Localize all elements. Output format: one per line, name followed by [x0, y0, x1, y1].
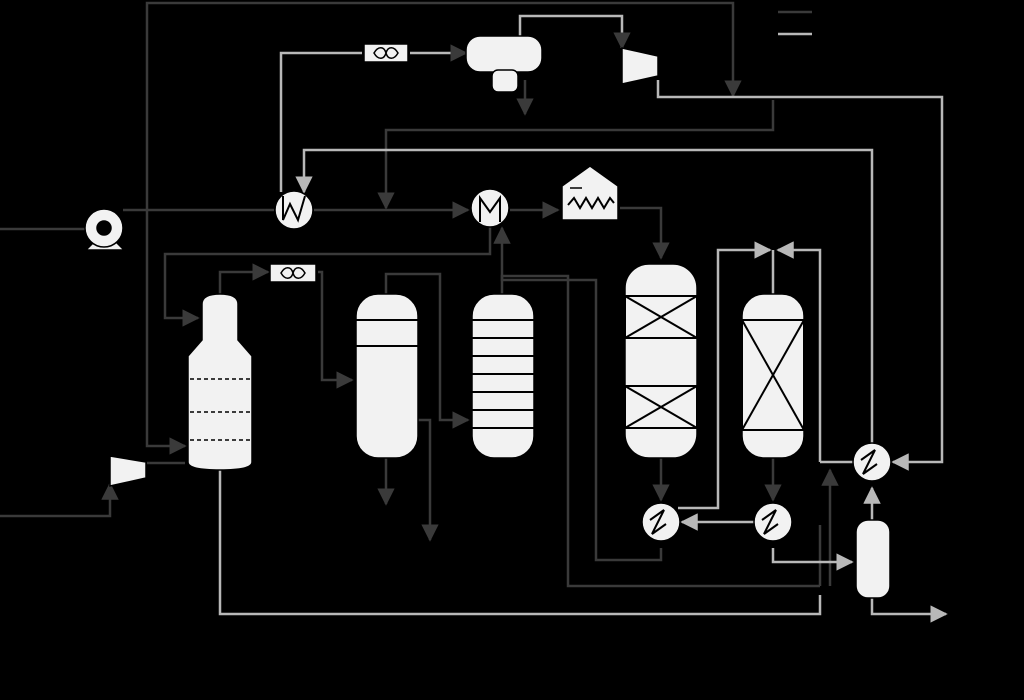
- stripper-column[interactable]: [471, 293, 535, 459]
- furnace-coil-icon: [567, 196, 615, 210]
- reactor-1[interactable]: [624, 263, 698, 459]
- flash-to-compressor-line: [518, 14, 631, 50]
- legend: [778, 10, 812, 36]
- compressor-discharge-line: [656, 80, 944, 471]
- effluent-cooler-1[interactable]: [641, 502, 681, 542]
- fractionation-column[interactable]: [187, 293, 253, 471]
- cooler-to-drum-line: [771, 548, 854, 571]
- flash-drum[interactable]: [465, 35, 543, 93]
- column-air-cooler[interactable]: [269, 263, 317, 283]
- fired-heater[interactable]: [561, 165, 619, 221]
- catalyst-bed: [741, 319, 805, 431]
- separator-side-draw-line: [418, 418, 439, 542]
- exchanger-to-condenser-line: [279, 51, 362, 192]
- furnace-to-reactor-line: [620, 206, 670, 260]
- recycle-to-preheater-line: [377, 100, 775, 210]
- condenser-to-separator-line: [318, 270, 354, 389]
- gas-compressor[interactable]: [109, 455, 147, 487]
- left-column-feed-line: [145, 212, 187, 455]
- fan-icon: [373, 47, 399, 59]
- recycle-to-exchanger-line: [295, 148, 874, 444]
- exchanger-coil-icon: [860, 449, 878, 475]
- effluent-cooler-2[interactable]: [753, 502, 793, 542]
- preheater-to-column-line: [163, 226, 492, 327]
- column-overhead-line: [218, 263, 270, 296]
- product-drum[interactable]: [855, 519, 891, 599]
- light-stream-lines: [218, 14, 948, 623]
- cooler-coil-icon: [761, 509, 779, 535]
- feed-pump[interactable]: [84, 208, 126, 251]
- reactor-return-line: [493, 226, 663, 562]
- separator-overhead-line: [384, 272, 470, 429]
- catalyst-bed: [624, 385, 698, 429]
- cooler-coil-icon: [649, 509, 667, 535]
- separator-vessel[interactable]: [355, 293, 419, 459]
- preheater-exchanger[interactable]: [470, 188, 510, 228]
- recycle-compressor[interactable]: [621, 47, 659, 85]
- interstage-line-b: [776, 241, 822, 462]
- preheater-coil-icon: [479, 194, 501, 222]
- product-outlet-line: [870, 598, 948, 623]
- compressor-feed-line: [0, 482, 119, 518]
- fan-icon: [280, 267, 306, 279]
- catalyst-bed: [624, 295, 698, 339]
- stripper-overhead-line: [500, 274, 820, 588]
- dark-stream-lines: [0, 1, 839, 588]
- recycle-gas-exchanger[interactable]: [852, 442, 892, 482]
- top-loop-line: [145, 1, 742, 212]
- pump-impeller-icon: [96, 220, 112, 236]
- feed-effluent-exchanger[interactable]: [274, 190, 314, 230]
- exchanger-coil-icon: [282, 195, 306, 223]
- interstage-line-a: [678, 241, 772, 510]
- bottom-return-line: [218, 468, 822, 616]
- top-air-cooler[interactable]: [363, 43, 409, 63]
- equipment: [84, 35, 892, 599]
- reactor-2[interactable]: [741, 293, 805, 459]
